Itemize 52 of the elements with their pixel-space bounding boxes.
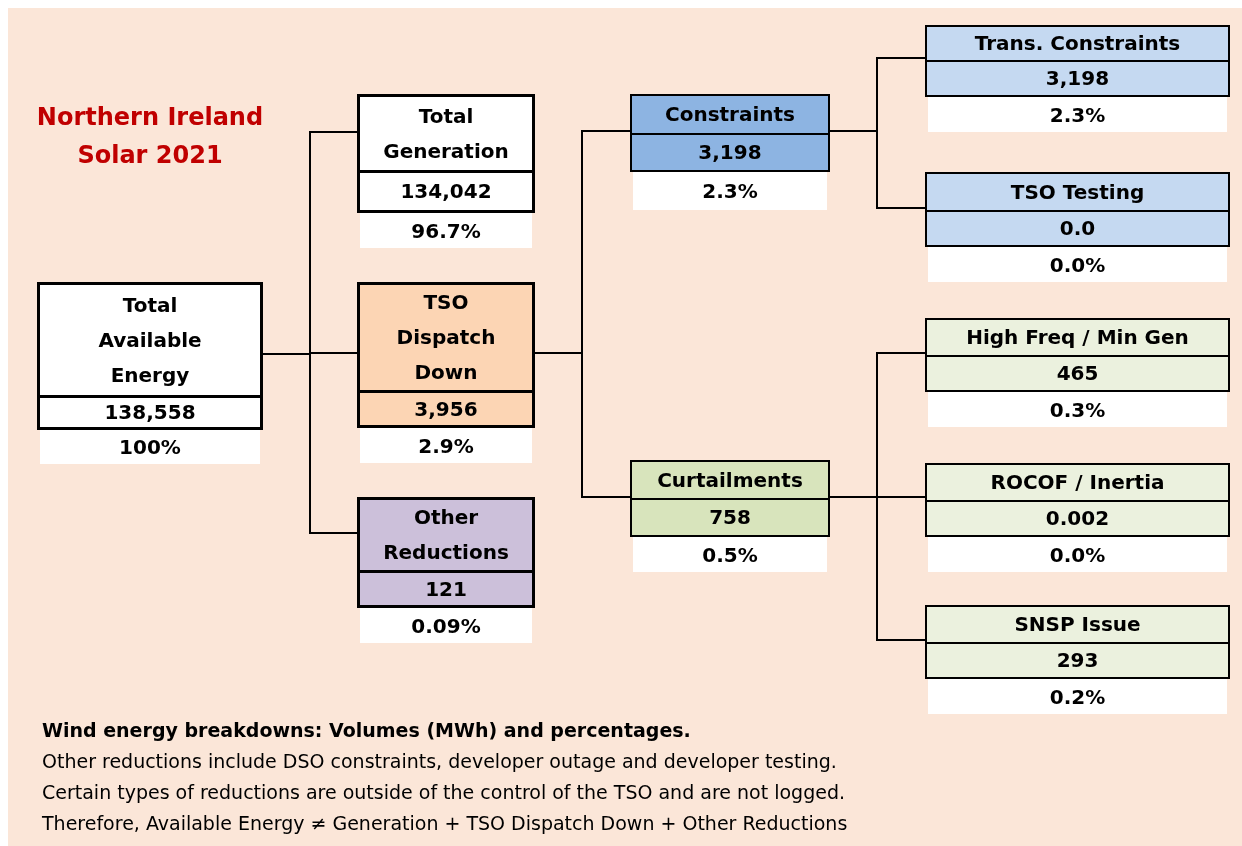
value-box <box>357 282 535 428</box>
category-label: Curtailments <box>656 466 804 494</box>
volume-value: 293 <box>927 642 1228 677</box>
value-box <box>37 282 263 430</box>
percentage-value: 2.3% <box>633 172 827 210</box>
value-box <box>925 463 1230 537</box>
volume-value: 138,558 <box>40 395 260 427</box>
volume-value: 465 <box>927 355 1228 390</box>
value-box <box>630 460 830 537</box>
value-box <box>357 94 535 213</box>
note-text: Certain types of reductions are outside of the control of the TSO and are not logged. <box>42 780 845 805</box>
category-label: SNSP Issue <box>1013 611 1142 638</box>
category-label: Other Reductions <box>382 504 510 566</box>
volume-value: 121 <box>360 570 532 605</box>
connector-line <box>829 496 926 641</box>
category-label: TSO Dispatch Down <box>395 289 497 386</box>
percentage-value: 0.09% <box>360 608 532 643</box>
volume-value: 758 <box>632 498 828 535</box>
volume-value: 3,956 <box>360 390 532 425</box>
volume-value: 0.002 <box>927 500 1228 535</box>
value-box <box>925 605 1230 679</box>
percentage-value: 2.9% <box>360 428 532 463</box>
connector-line <box>262 353 358 534</box>
connector-line <box>829 130 926 209</box>
caption: Wind energy breakdowns: Volumes (MWh) and percentages. <box>42 718 691 743</box>
value-box <box>357 497 535 608</box>
percentage-value: 96.7% <box>360 213 532 248</box>
volume-value: 3,198 <box>927 60 1228 95</box>
percentage-value: 2.3% <box>928 97 1227 132</box>
note-text: Other reductions include DSO constraints, developer outage and developer testing. <box>42 749 837 774</box>
value-box <box>925 318 1230 392</box>
value-box <box>925 172 1230 247</box>
percentage-value: 0.0% <box>928 537 1227 572</box>
volume-value: 0.0 <box>927 210 1228 245</box>
percentage-value: 100% <box>40 430 260 464</box>
percentage-value: 0.3% <box>928 392 1227 427</box>
percentage-value: 0.2% <box>928 679 1227 714</box>
category-label: TSO Testing <box>1009 178 1146 206</box>
category-label: ROCOF / Inertia <box>989 469 1166 496</box>
category-label: Trans. Constraints <box>973 30 1182 57</box>
note-text: Therefore, Available Energy ≠ Generation + TSO Dispatch Down + Other Reductions <box>42 811 848 836</box>
category-label: High Freq / Min Gen <box>965 324 1190 351</box>
category-label: Total Generation <box>382 102 510 165</box>
percentage-value: 0.0% <box>928 247 1227 282</box>
category-label: Constraints <box>663 101 796 128</box>
category-label: Total Available Energy <box>97 291 203 389</box>
value-box <box>630 94 830 172</box>
chart-title: Northern Ireland Solar 2021 <box>35 102 265 171</box>
value-box <box>925 25 1230 97</box>
percentage-value: 0.5% <box>633 537 827 572</box>
volume-value: 3,198 <box>632 133 828 170</box>
volume-value: 134,042 <box>360 170 532 210</box>
